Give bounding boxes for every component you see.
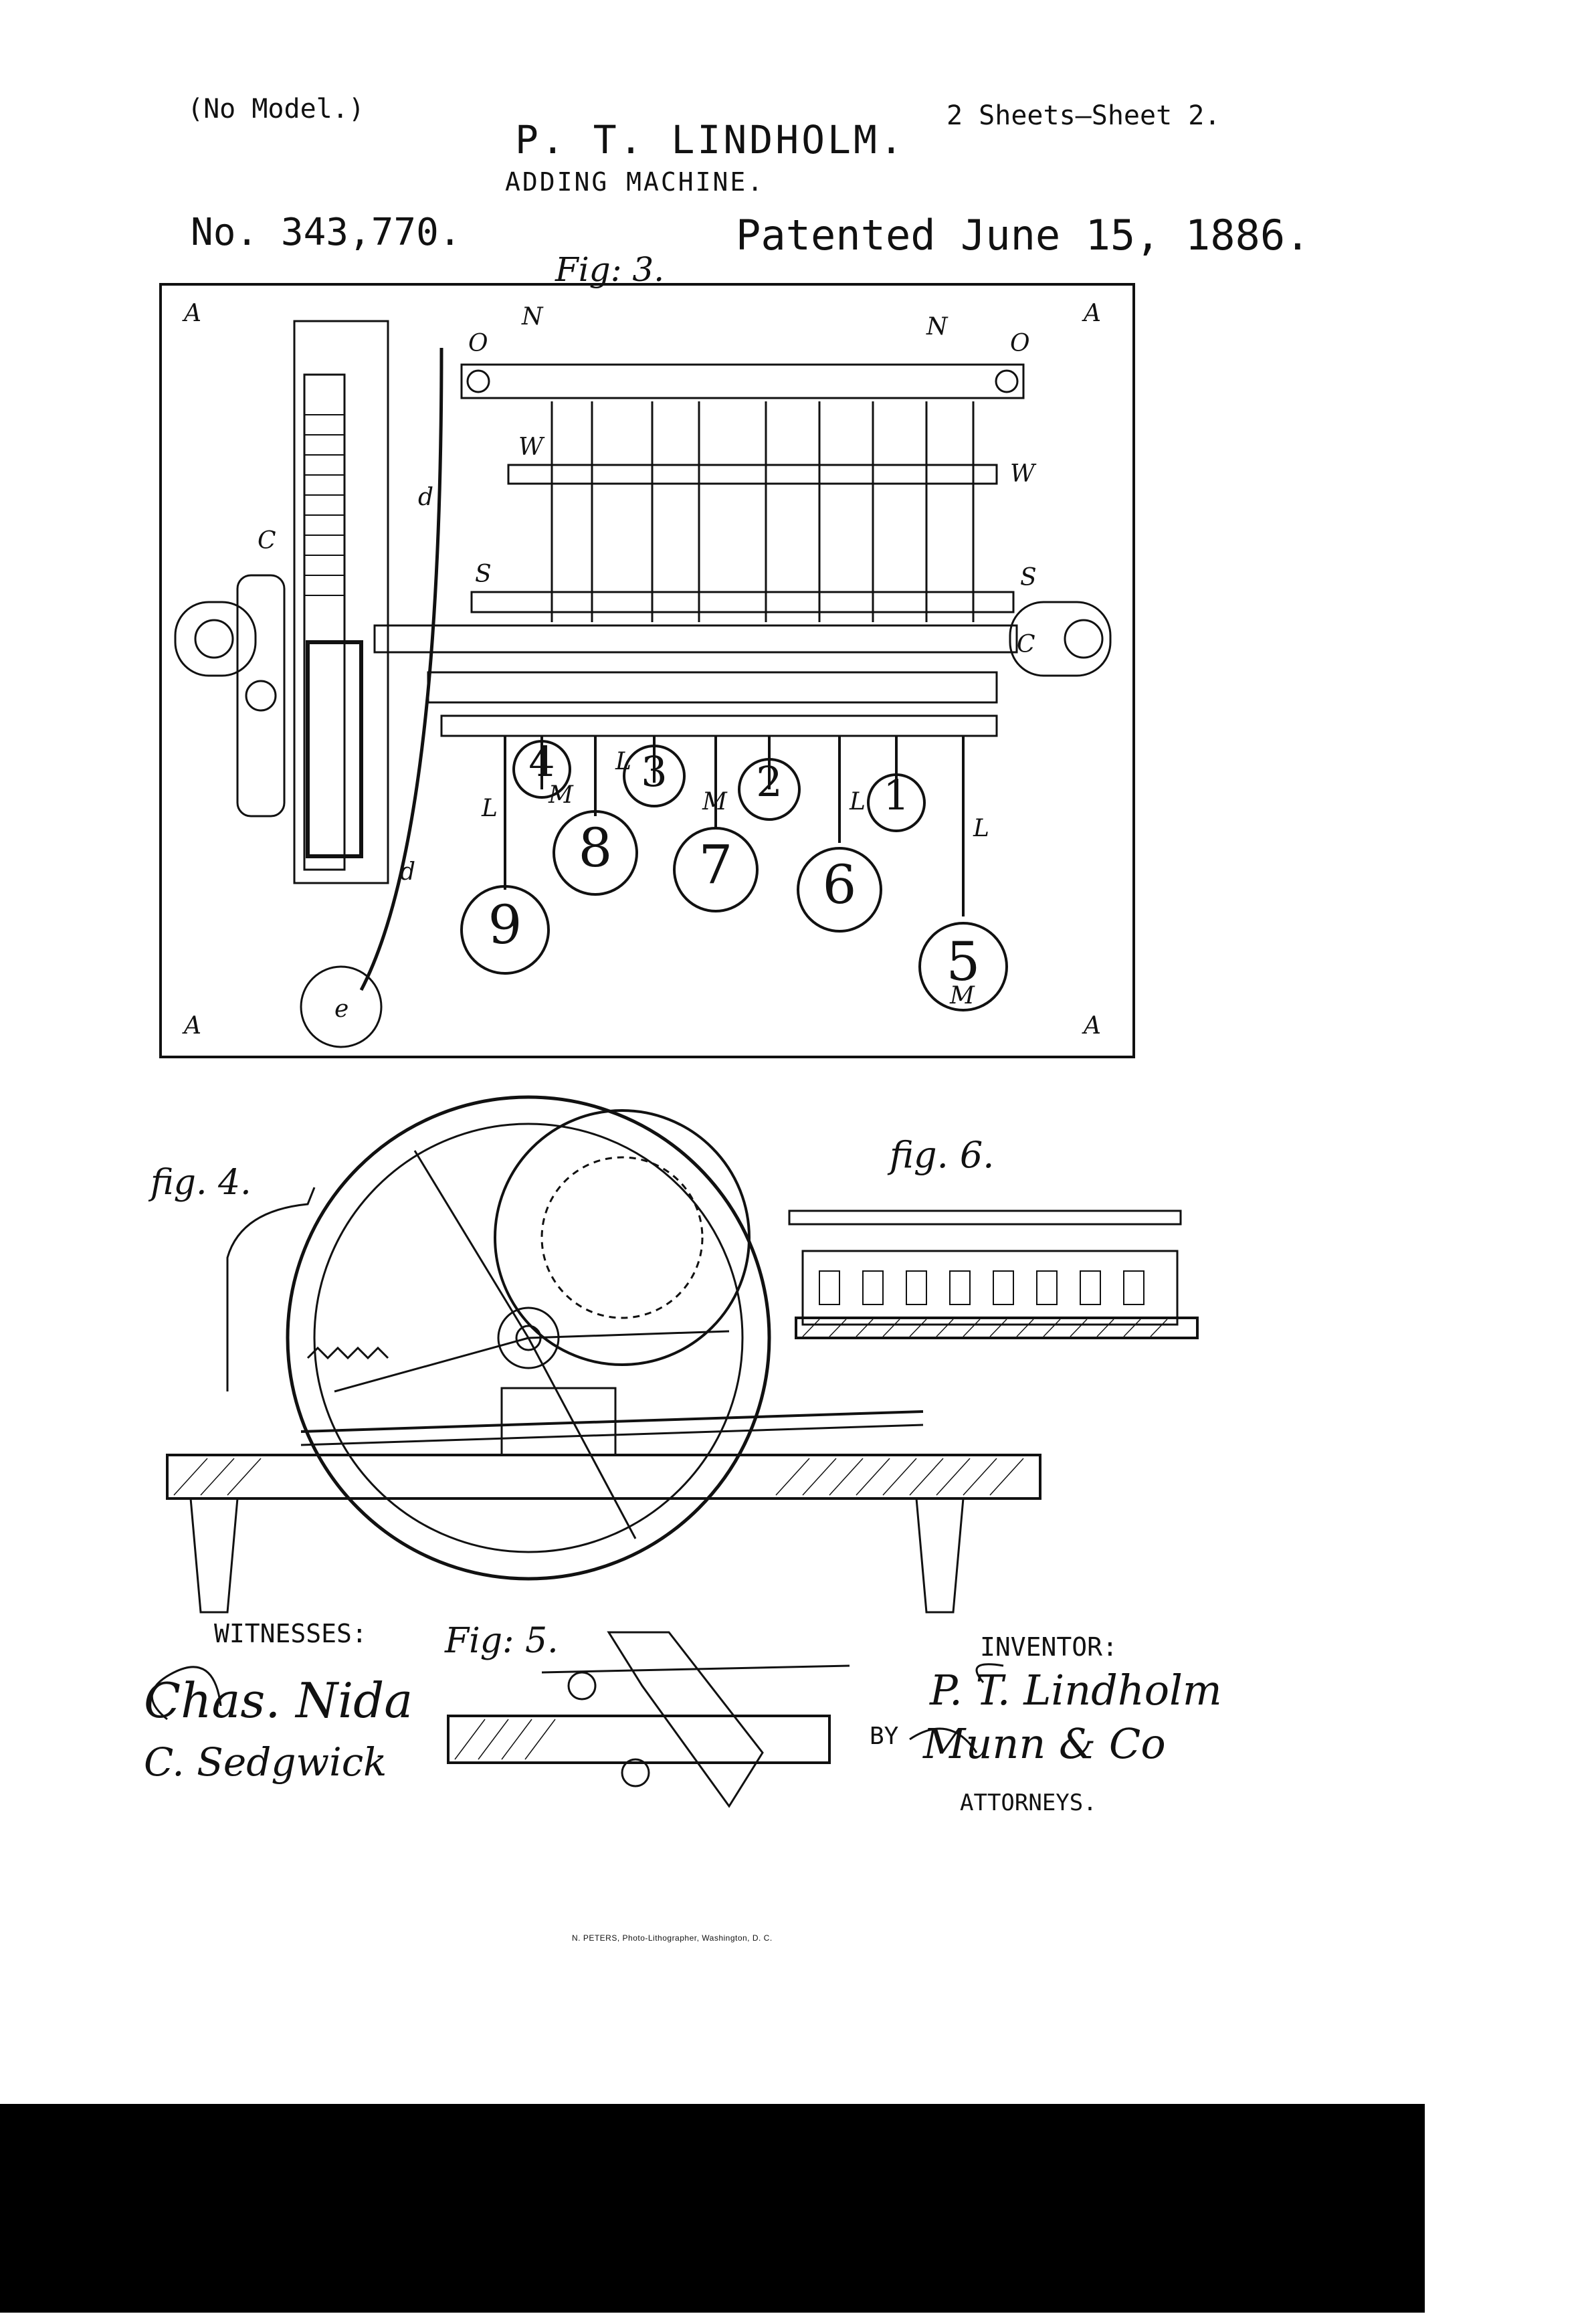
key-6: 6 — [823, 854, 857, 916]
label-W: W — [1010, 460, 1037, 488]
witness-1-signature: Chas. Nida — [144, 1672, 413, 1729]
label-O: O — [468, 330, 488, 357]
label-W: W — [518, 433, 545, 461]
fig3-frame — [159, 283, 1135, 1058]
inventor-signature: P. T. Lindholm — [930, 1666, 1222, 1715]
fig3-label: Fig: 3. — [555, 250, 664, 289]
key-7: 7 — [699, 834, 733, 896]
scan-border — [0, 2104, 1425, 2313]
key-8: 8 — [579, 817, 613, 879]
key-9: 9 — [488, 894, 522, 956]
label-L: L — [973, 815, 989, 842]
sheet-number: 2 Sheets—Sheet 2. — [947, 100, 1221, 131]
label-N: N — [521, 303, 544, 330]
label-M: M — [548, 781, 574, 809]
witness-2-signature: C. Sedgwick — [144, 1739, 387, 1785]
patent-title: ADDING MACHINE. — [505, 167, 765, 197]
label-O: O — [1010, 330, 1030, 357]
patent-date: Patented June 15, 1886. — [736, 211, 1310, 260]
label-d: d — [418, 484, 433, 511]
witnesses-label: WITNESSES: — [214, 1619, 367, 1648]
label-L: L — [849, 788, 866, 815]
label-M: M — [949, 982, 975, 1009]
label-L: L — [615, 748, 631, 775]
label-C: C — [1017, 631, 1035, 658]
key-3: 3 — [641, 747, 667, 796]
inventor-name: P. T. LINDHOLM. — [515, 117, 906, 163]
patent-number: No. 343,770. — [191, 211, 462, 254]
attorneys-label: ATTORNEYS. — [960, 1789, 1097, 1816]
model-note: (No Model.) — [187, 94, 365, 124]
label-N: N — [926, 313, 949, 341]
key-2: 2 — [756, 757, 782, 806]
label-A: A — [1082, 1012, 1101, 1040]
label-M: M — [702, 788, 728, 815]
label-A: A — [1082, 300, 1101, 327]
label-S: S — [1020, 564, 1037, 591]
by-label: BY — [870, 1723, 899, 1750]
fig5-label: Fig: 5. — [444, 1621, 559, 1661]
attorney-signature: Munn & Co — [923, 1719, 1166, 1768]
inventor-label: INVENTOR: — [980, 1632, 1118, 1662]
fig4-label: fig. 4. — [148, 1163, 252, 1203]
key-4: 4 — [528, 737, 555, 786]
fig6-label: fig. 6. — [887, 1134, 994, 1176]
label-e: e — [334, 995, 349, 1023]
printer-credit: N. PETERS, Photo-Lithographer, Washingto… — [572, 1933, 773, 1943]
key-1: 1 — [883, 771, 909, 819]
label-A: A — [182, 1012, 201, 1040]
label-A: A — [182, 300, 201, 327]
label-C: C — [258, 527, 276, 555]
label-S: S — [475, 561, 492, 588]
key-5: 5 — [947, 931, 981, 993]
label-L: L — [481, 795, 498, 822]
label-d: d — [400, 858, 415, 886]
